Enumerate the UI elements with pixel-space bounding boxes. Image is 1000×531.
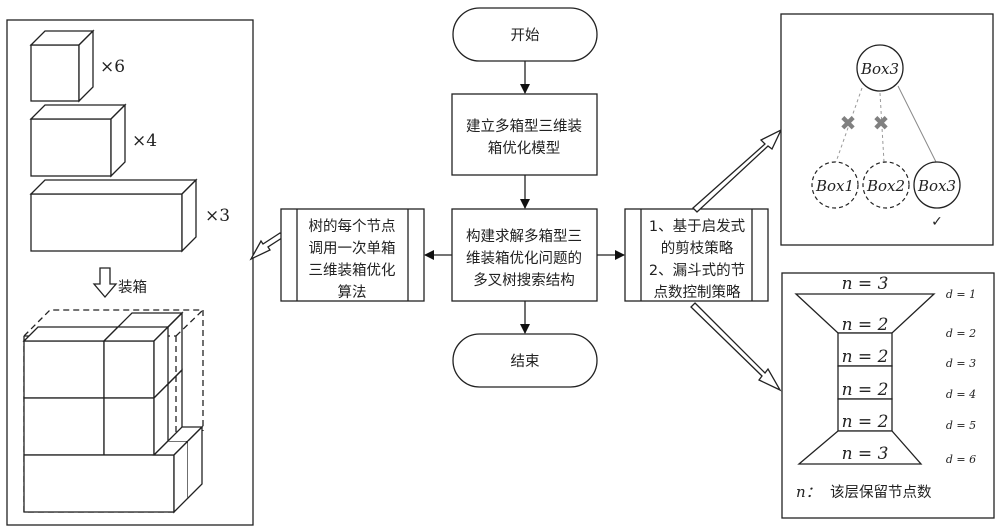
to-funnel-hollow-arrow <box>690 302 782 392</box>
funnel-d-label: d = 5 <box>946 419 976 432</box>
right-process-line3: 2、漏斗式的节 <box>649 262 745 279</box>
step2-line2: 维装箱优化问题的 <box>466 250 582 267</box>
prune-x-icon: ✖ <box>873 111 890 135</box>
small-cube-count: ×6 <box>100 57 125 77</box>
tree-panel: Box3 ✖ ✖ Box1 Box2 Box3 ✓ <box>780 13 994 246</box>
to-packing-hollow-arrow <box>249 232 287 261</box>
pack-label: 装箱 <box>118 279 147 296</box>
tree-root-label: Box3 <box>860 60 899 78</box>
pack-down-arrow <box>92 267 118 299</box>
funnel-n-label: n = 2 <box>842 412 889 432</box>
packing-panel: ×6 ×4 ×3 装箱 <box>6 19 254 526</box>
left-process-line3: 三维装箱优化 <box>309 262 396 279</box>
right-process-line4: 点数控制策略 <box>654 284 741 301</box>
funnel-panel: n = 3 n = 2 n = 2 n = 2 n = 2 n = 3 d = … <box>781 272 995 519</box>
funnel-n-label: n = 2 <box>842 380 889 400</box>
funnel-d-label: d = 2 <box>946 327 976 340</box>
flowchart: 开始 建立多箱型三维装 箱优化模型 构建求解多箱型三 维装箱优化问题的 多叉树搜… <box>280 7 769 388</box>
legend-variable: n： <box>796 483 821 501</box>
tree-child-box3-label: Box3 <box>917 177 956 195</box>
funnel-d-label: d = 4 <box>946 388 976 401</box>
step1-model-box <box>451 93 598 176</box>
step2-line3: 多叉树搜索结构 <box>473 272 575 289</box>
long-box <box>29 178 198 253</box>
funnel-layer-3 <box>837 332 893 367</box>
start-label: 开始 <box>511 27 540 44</box>
right-process-box <box>624 208 769 302</box>
tree-root-node <box>856 44 904 92</box>
right-process-line2: 的剪枝策略 <box>661 239 734 257</box>
step2-tree-structure-box <box>451 208 598 302</box>
left-process-line1: 树的每个节点 <box>309 218 396 235</box>
funnel-n-label: n = 2 <box>842 347 889 367</box>
funnel-d-label: d = 6 <box>946 453 976 466</box>
right-process-line1: 1、基于启发式 <box>649 218 746 235</box>
tree-child-box2-node <box>862 161 910 209</box>
funnel-n-label: n = 3 <box>842 444 889 464</box>
funnel-layer-5 <box>837 398 893 432</box>
prune-x-icon: ✖ <box>840 111 857 135</box>
packed-container <box>22 309 204 514</box>
step2-line1: 构建求解多箱型三 <box>466 228 582 245</box>
tree-child-box1-label: Box1 <box>815 177 854 195</box>
left-process-line4: 算法 <box>338 284 367 301</box>
medium-box-count: ×4 <box>132 131 157 151</box>
to-tree-hollow-arrow <box>692 128 783 213</box>
step1-line1: 建立多箱型三维装 <box>466 118 582 135</box>
left-process-box <box>280 208 425 302</box>
funnel-n-label: n = 2 <box>842 315 889 335</box>
tree-child-box1-node <box>811 161 859 209</box>
funnel-layer-4 <box>837 365 893 400</box>
funnel-bottom-trapezoid <box>797 430 923 465</box>
small-cube-box <box>29 29 95 103</box>
legend-text: 该层保留节点数 <box>830 484 932 501</box>
funnel-d-label: d = 1 <box>946 288 976 301</box>
edge-root-to-box1 <box>835 87 863 163</box>
edge-root-to-box3 <box>897 85 937 163</box>
check-icon: ✓ <box>931 214 943 230</box>
medium-box <box>29 103 127 178</box>
funnel-n-label: n = 3 <box>842 274 889 294</box>
tree-child-box2-label: Box2 <box>866 177 905 195</box>
left-process-line2: 调用一次单箱 <box>309 240 396 257</box>
end-label: 结束 <box>511 353 540 370</box>
tree-child-box3-node <box>913 161 961 209</box>
end-terminal <box>452 333 598 388</box>
step1-line2: 箱优化模型 <box>488 140 561 157</box>
funnel-d-label: d = 3 <box>946 357 976 370</box>
long-box-count: ×3 <box>205 206 230 226</box>
